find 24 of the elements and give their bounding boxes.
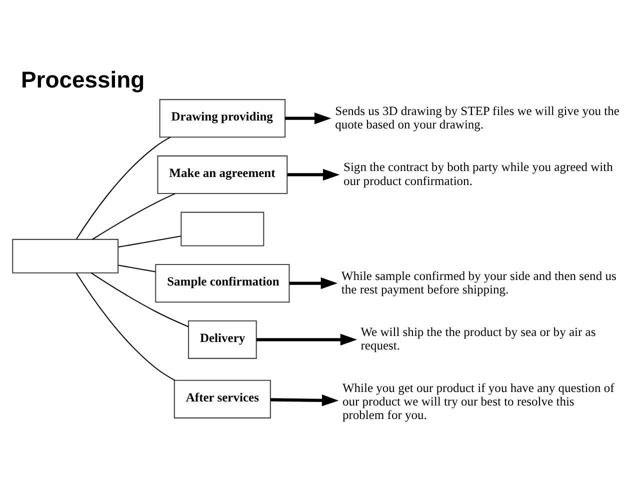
- node-box: Delivery: [188, 320, 257, 359]
- diagram-title: Processing: [20, 66, 145, 93]
- connector: [92, 193, 176, 240]
- node-box: Sample confirmation: [155, 264, 290, 303]
- arrow: [287, 168, 340, 181]
- node-box: [12, 238, 119, 274]
- node-text: While sample confirmed by your side and then send us the rest payment before shipping.: [341, 268, 616, 296]
- node-box: Make an agreement: [157, 155, 288, 194]
- node-box: [180, 212, 264, 246]
- connector: [76, 136, 171, 240]
- node-text: While you get our product if you have any question of our product we will try our best to resolve this problem for you.: [342, 380, 614, 422]
- node-text: Sends us 3D drawing by STEP files we will give you the quote based on your drawing.: [335, 104, 620, 132]
- connector: [90, 272, 189, 328]
- connector: [118, 264, 156, 272]
- arrow: [285, 112, 332, 124]
- arrow: [270, 394, 339, 406]
- node-box: Drawing providing: [159, 99, 286, 138]
- arrow: [256, 334, 358, 346]
- connector: [118, 236, 182, 248]
- node-text: Sign the contract by both party while you agreed with our product confirmation.: [344, 160, 613, 188]
- arrow: [289, 277, 338, 290]
- node-box: After services: [174, 380, 271, 418]
- node-text: We will ship the the product by sea or by air as request.: [360, 325, 596, 353]
- connector: [76, 272, 176, 381]
